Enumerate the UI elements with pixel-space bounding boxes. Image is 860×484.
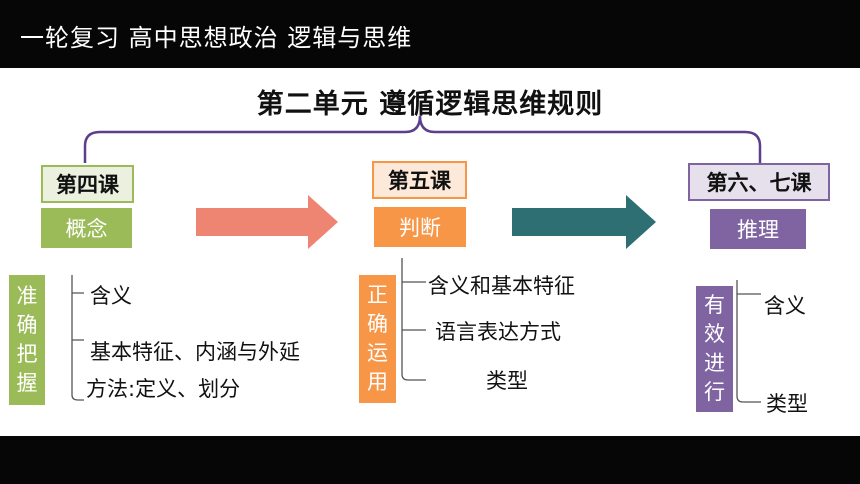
header-bar: 一轮复习 高中思想政治 逻辑与思维 bbox=[0, 0, 860, 68]
lesson-6-7-item: 类型 bbox=[766, 392, 808, 416]
method-char: 有 bbox=[704, 293, 725, 317]
lesson-5-item: 含义和基本特征 bbox=[428, 274, 575, 298]
method-char: 握 bbox=[16, 371, 38, 395]
header-title: 一轮复习 高中思想政治 逻辑与思维 bbox=[20, 24, 413, 52]
method-char: 进 bbox=[704, 351, 725, 375]
method-char: 行 bbox=[704, 380, 725, 404]
lesson-4-bracket bbox=[71, 275, 84, 401]
unit-title: 第二单元 遵循逻辑思维规则 bbox=[256, 89, 604, 120]
method-char: 把 bbox=[16, 342, 38, 366]
footer-bar bbox=[0, 436, 860, 484]
method-char: 准 bbox=[16, 284, 38, 308]
method-char: 正 bbox=[367, 283, 388, 307]
lesson-5-method: 正 确 运 用 bbox=[359, 275, 396, 403]
right-arrow-icon bbox=[512, 195, 656, 249]
lesson-4-label: 第四课 bbox=[41, 165, 134, 203]
lesson-4-method: 准 确 把 握 bbox=[9, 275, 45, 405]
lesson-4-topic: 概念 bbox=[41, 208, 132, 248]
lesson-5-item: 语言表达方式 bbox=[435, 320, 561, 344]
lesson-6-7-method: 有 效 进 行 bbox=[696, 286, 733, 412]
lesson-4-item: 含义 bbox=[90, 284, 132, 308]
lesson-5-bracket bbox=[401, 258, 426, 381]
method-char: 确 bbox=[367, 312, 388, 336]
lesson-6-7-item: 含义 bbox=[764, 294, 806, 318]
lesson-5-item: 类型 bbox=[486, 369, 528, 393]
lesson-5-topic: 判断 bbox=[374, 207, 466, 247]
method-char: 用 bbox=[367, 370, 388, 394]
method-char: 运 bbox=[367, 341, 388, 365]
lesson-6-7-label: 第六、七课 bbox=[688, 163, 830, 201]
slide-content: 第二单元 遵循逻辑思维规则 第四课 概念 准 确 把 握 含义 基本特征、内涵与… bbox=[0, 68, 860, 436]
method-char: 效 bbox=[704, 322, 725, 346]
method-char: 确 bbox=[16, 313, 38, 337]
lesson-4-item: 方法:定义、划分 bbox=[86, 377, 241, 401]
right-arrow-icon bbox=[196, 195, 338, 249]
lesson-6-7-topic: 推理 bbox=[710, 209, 806, 249]
curly-brace-icon bbox=[83, 115, 762, 163]
lesson-6-7-bracket bbox=[736, 280, 761, 403]
lesson-4-item: 基本特征、内涵与外延 bbox=[90, 340, 300, 364]
lesson-5-label: 第五课 bbox=[372, 161, 467, 199]
